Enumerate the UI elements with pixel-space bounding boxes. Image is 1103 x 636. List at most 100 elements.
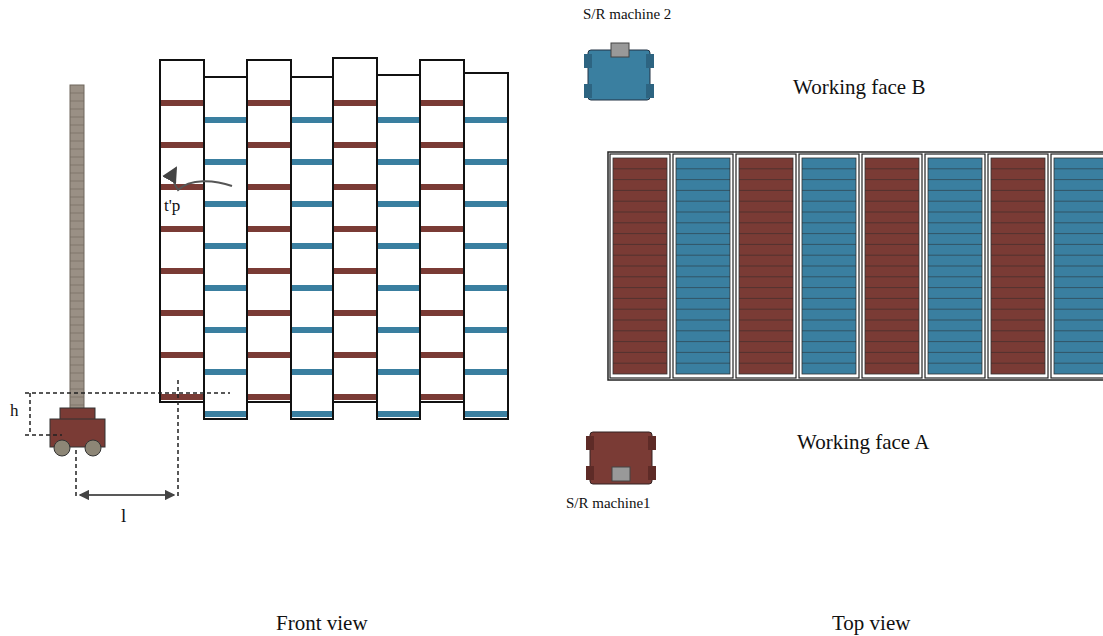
rack-column bbox=[333, 58, 377, 402]
bay-line bbox=[1054, 222, 1103, 223]
rack-front bbox=[160, 58, 508, 419]
bay-line bbox=[928, 233, 982, 234]
machine-label: S/R machine1 bbox=[566, 495, 651, 512]
rack-block bbox=[736, 154, 796, 378]
bay-line bbox=[739, 179, 793, 180]
mast-segment bbox=[70, 237, 84, 238]
bay-line bbox=[1054, 212, 1103, 213]
mast-segment bbox=[70, 285, 84, 286]
shelf bbox=[334, 268, 376, 274]
mast-segment bbox=[70, 365, 84, 366]
shelf bbox=[421, 394, 463, 400]
bay-line bbox=[676, 190, 730, 191]
shelf bbox=[334, 142, 376, 148]
shelf bbox=[205, 117, 246, 123]
mast-segment bbox=[70, 93, 84, 94]
rack-column bbox=[291, 77, 333, 419]
mast-segment bbox=[70, 381, 84, 382]
bay-line bbox=[1054, 287, 1103, 288]
shelf bbox=[334, 100, 376, 106]
rack-fill bbox=[991, 158, 1045, 374]
shelf bbox=[205, 159, 246, 165]
shelf bbox=[378, 327, 419, 333]
shelf bbox=[161, 100, 203, 106]
bay-line bbox=[1054, 330, 1103, 331]
mast-segment bbox=[70, 117, 84, 118]
mast-segment bbox=[70, 125, 84, 126]
bay-line bbox=[865, 233, 919, 234]
mast-segment bbox=[70, 141, 84, 142]
shelf bbox=[292, 285, 332, 291]
mast-segment bbox=[70, 301, 84, 302]
shelf bbox=[465, 159, 507, 165]
bay-line bbox=[1054, 320, 1103, 321]
rack-block bbox=[988, 154, 1048, 378]
mast-segment bbox=[70, 397, 84, 398]
dimension-lines bbox=[25, 380, 230, 497]
bay-line bbox=[613, 201, 667, 202]
bay-line bbox=[802, 341, 856, 342]
bay-line bbox=[1054, 168, 1103, 169]
bay-line bbox=[613, 276, 667, 277]
bay-line bbox=[739, 168, 793, 169]
shelf bbox=[334, 226, 376, 232]
bay-line bbox=[928, 244, 982, 245]
bay-line bbox=[802, 179, 856, 180]
rack-block bbox=[1051, 154, 1103, 378]
bay-line bbox=[802, 287, 856, 288]
time-label: t'p bbox=[164, 197, 180, 216]
shelf bbox=[205, 411, 246, 417]
view-title: Top view bbox=[832, 612, 910, 635]
bay-line bbox=[676, 352, 730, 353]
bay-line bbox=[613, 266, 667, 267]
shelf bbox=[205, 369, 246, 375]
shelf bbox=[161, 352, 203, 358]
bay-line bbox=[739, 190, 793, 191]
bay-line bbox=[676, 320, 730, 321]
rack-fill bbox=[802, 158, 856, 374]
mast-segment bbox=[70, 101, 84, 102]
bay-line bbox=[802, 330, 856, 331]
shelf bbox=[465, 285, 507, 291]
bay-line bbox=[676, 287, 730, 288]
bay-line bbox=[991, 233, 1045, 234]
bay-line bbox=[991, 255, 1045, 256]
shelf bbox=[161, 394, 203, 400]
shelf bbox=[378, 369, 419, 375]
bay-line bbox=[802, 255, 856, 256]
bay-line bbox=[865, 287, 919, 288]
shelf bbox=[292, 369, 332, 375]
bay-line bbox=[865, 201, 919, 202]
bay-line bbox=[739, 255, 793, 256]
bay-line bbox=[613, 255, 667, 256]
bay-line bbox=[802, 168, 856, 169]
rack-block bbox=[673, 154, 733, 378]
machine-label: S/R machine 2 bbox=[583, 6, 671, 23]
bay-line bbox=[613, 298, 667, 299]
rack-column bbox=[204, 77, 247, 419]
rack-block bbox=[799, 154, 859, 378]
shelf bbox=[465, 243, 507, 249]
rack-fill bbox=[613, 158, 667, 374]
bay-line bbox=[739, 276, 793, 277]
bay-line bbox=[802, 222, 856, 223]
shelf bbox=[161, 226, 203, 232]
bay-line bbox=[928, 309, 982, 310]
mast-segment bbox=[70, 269, 84, 270]
bay-line bbox=[1054, 266, 1103, 267]
bay-line bbox=[865, 222, 919, 223]
mast-segment bbox=[70, 389, 84, 390]
shelf bbox=[378, 411, 419, 417]
bay-line bbox=[676, 266, 730, 267]
bay-line bbox=[739, 201, 793, 202]
bay-line bbox=[991, 201, 1045, 202]
bay-line bbox=[1054, 201, 1103, 202]
shelf bbox=[421, 100, 463, 106]
shelf bbox=[378, 285, 419, 291]
bay-line bbox=[928, 255, 982, 256]
mast-segment bbox=[70, 173, 84, 174]
bay-line bbox=[865, 244, 919, 245]
bay-line bbox=[991, 330, 1045, 331]
bay-line bbox=[991, 212, 1045, 213]
